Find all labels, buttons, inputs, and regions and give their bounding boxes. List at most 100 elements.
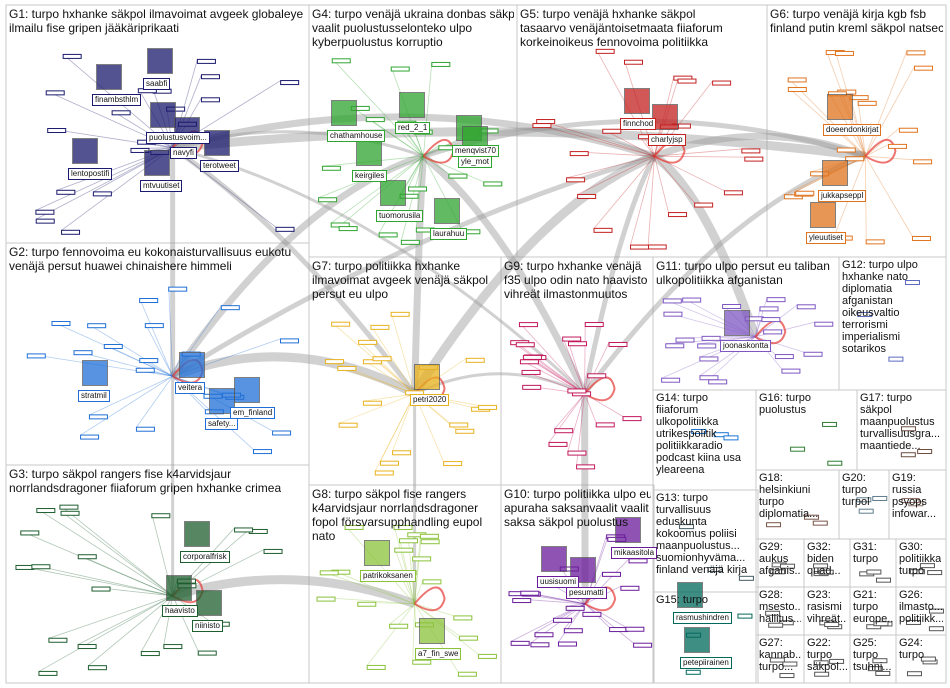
node-vertex[interactable] xyxy=(622,416,642,422)
node-vertex[interactable] xyxy=(901,498,917,504)
node-vertex[interactable] xyxy=(275,226,295,232)
node-vertex[interactable] xyxy=(663,311,683,317)
node-vertex[interactable] xyxy=(768,622,784,628)
node-label-red-2-1[interactable]: red_2_1 xyxy=(395,122,431,134)
node-vertex[interactable] xyxy=(279,338,299,344)
avatar[interactable] xyxy=(380,180,406,206)
node-label-petepiirainen[interactable]: petepiirainen xyxy=(680,657,732,669)
node-vertex[interactable] xyxy=(272,430,292,436)
node-vertex[interactable] xyxy=(92,191,112,197)
node-vertex[interactable] xyxy=(584,322,604,328)
node-label-corporalfrisk[interactable]: corporalfrisk xyxy=(180,551,230,563)
node-vertex[interactable] xyxy=(59,504,79,510)
node-vertex[interactable] xyxy=(378,232,398,238)
node-vertex[interactable] xyxy=(765,610,781,616)
node-vertex[interactable] xyxy=(234,527,254,533)
avatar[interactable] xyxy=(144,150,170,176)
node-vertex[interactable] xyxy=(628,558,648,564)
node-vertex[interactable] xyxy=(431,61,451,67)
node-label-niinisto[interactable]: niinisto xyxy=(192,620,223,632)
node-vertex[interactable] xyxy=(521,369,541,375)
node-vertex[interactable] xyxy=(905,619,921,625)
node-vertex[interactable] xyxy=(608,341,628,347)
node-vertex[interactable] xyxy=(713,432,729,438)
node-vertex[interactable] xyxy=(836,147,856,153)
node-vertex[interactable] xyxy=(920,656,936,662)
node-vertex[interactable] xyxy=(824,622,840,628)
node-vertex[interactable] xyxy=(370,324,390,330)
node-vertex[interactable] xyxy=(770,569,786,575)
node-vertex[interactable] xyxy=(568,341,588,347)
node-label-a7-fin-swe[interactable]: a7_fin_swe xyxy=(415,648,462,660)
node-vertex[interactable] xyxy=(553,617,573,623)
avatar[interactable] xyxy=(615,517,641,543)
node-vertex[interactable] xyxy=(548,441,568,447)
node-vertex[interactable] xyxy=(103,343,123,349)
node-vertex[interactable] xyxy=(422,579,442,585)
node-vertex[interactable] xyxy=(554,428,574,434)
node-vertex[interactable] xyxy=(56,189,76,195)
node-label-mikaasitola[interactable]: mikaasitola xyxy=(611,547,658,559)
node-vertex[interactable] xyxy=(813,660,829,666)
node-vertex[interactable] xyxy=(900,426,916,432)
node-vertex[interactable] xyxy=(685,669,701,675)
node-label-lentopostifi[interactable]: lentopostifi xyxy=(68,168,113,180)
node-vertex[interactable] xyxy=(135,426,155,432)
node-vertex[interactable] xyxy=(457,671,477,677)
node-vertex[interactable] xyxy=(316,596,336,602)
node-vertex[interactable] xyxy=(787,87,807,93)
node-vertex[interactable] xyxy=(625,626,645,632)
node-vertex[interactable] xyxy=(620,585,640,591)
node-vertex[interactable] xyxy=(372,356,392,362)
node-vertex[interactable] xyxy=(400,239,420,245)
node-vertex[interactable] xyxy=(737,613,753,619)
node-vertex[interactable] xyxy=(35,218,55,224)
node-vertex[interactable] xyxy=(534,632,554,638)
node-vertex[interactable] xyxy=(35,209,55,215)
node-label-haavisto[interactable]: haavisto xyxy=(162,605,198,617)
node-vertex[interactable] xyxy=(365,117,385,123)
node-vertex[interactable] xyxy=(344,524,364,530)
node-vertex[interactable] xyxy=(898,127,918,133)
node-vertex[interactable] xyxy=(602,571,622,577)
node-vertex[interactable] xyxy=(48,637,68,643)
node-vertex[interactable] xyxy=(701,335,721,341)
node-vertex[interactable] xyxy=(761,317,781,323)
node-label-saabfi[interactable]: saabfi xyxy=(143,78,171,90)
node-vertex[interactable] xyxy=(557,641,577,647)
node-vertex[interactable] xyxy=(738,575,754,581)
node-vertex[interactable] xyxy=(522,354,542,360)
node-vertex[interactable] xyxy=(26,353,46,359)
node-vertex[interactable] xyxy=(872,495,888,501)
node-vertex[interactable] xyxy=(390,66,410,72)
node-label-yle-mot[interactable]: yle_mot xyxy=(458,156,493,168)
node-label-charlyjsp[interactable]: charlyjsp xyxy=(648,134,686,146)
node-vertex[interactable] xyxy=(677,78,697,84)
node-vertex[interactable] xyxy=(675,337,695,343)
node-vertex[interactable] xyxy=(782,661,798,667)
node-vertex[interactable] xyxy=(532,123,552,129)
node-vertex[interactable] xyxy=(325,359,345,365)
node-vertex[interactable] xyxy=(906,50,926,56)
node-vertex[interactable] xyxy=(139,358,159,364)
node-label-chathamhouse[interactable]: chathamhouse xyxy=(327,130,386,142)
node-vertex[interactable] xyxy=(630,244,650,250)
node-vertex[interactable] xyxy=(707,567,723,573)
avatar[interactable] xyxy=(822,160,848,186)
node-vertex[interactable] xyxy=(77,644,97,650)
node-label-tuomorusila[interactable]: tuomorusila xyxy=(376,210,424,222)
node-vertex[interactable] xyxy=(827,460,843,466)
node-vertex[interactable] xyxy=(408,186,428,192)
node-vertex[interactable] xyxy=(911,235,931,241)
node-vertex[interactable] xyxy=(661,377,681,383)
node-vertex[interactable] xyxy=(338,226,358,232)
node-vertex[interactable] xyxy=(796,304,816,310)
node-vertex[interactable] xyxy=(759,306,779,312)
node-vertex[interactable] xyxy=(331,58,351,64)
node-vertex[interactable] xyxy=(412,659,432,665)
node-vertex[interactable] xyxy=(633,642,653,648)
node-vertex[interactable] xyxy=(520,590,540,596)
node-vertex[interactable] xyxy=(662,298,682,304)
node-vertex[interactable] xyxy=(595,422,615,428)
node-vertex[interactable] xyxy=(77,554,97,560)
